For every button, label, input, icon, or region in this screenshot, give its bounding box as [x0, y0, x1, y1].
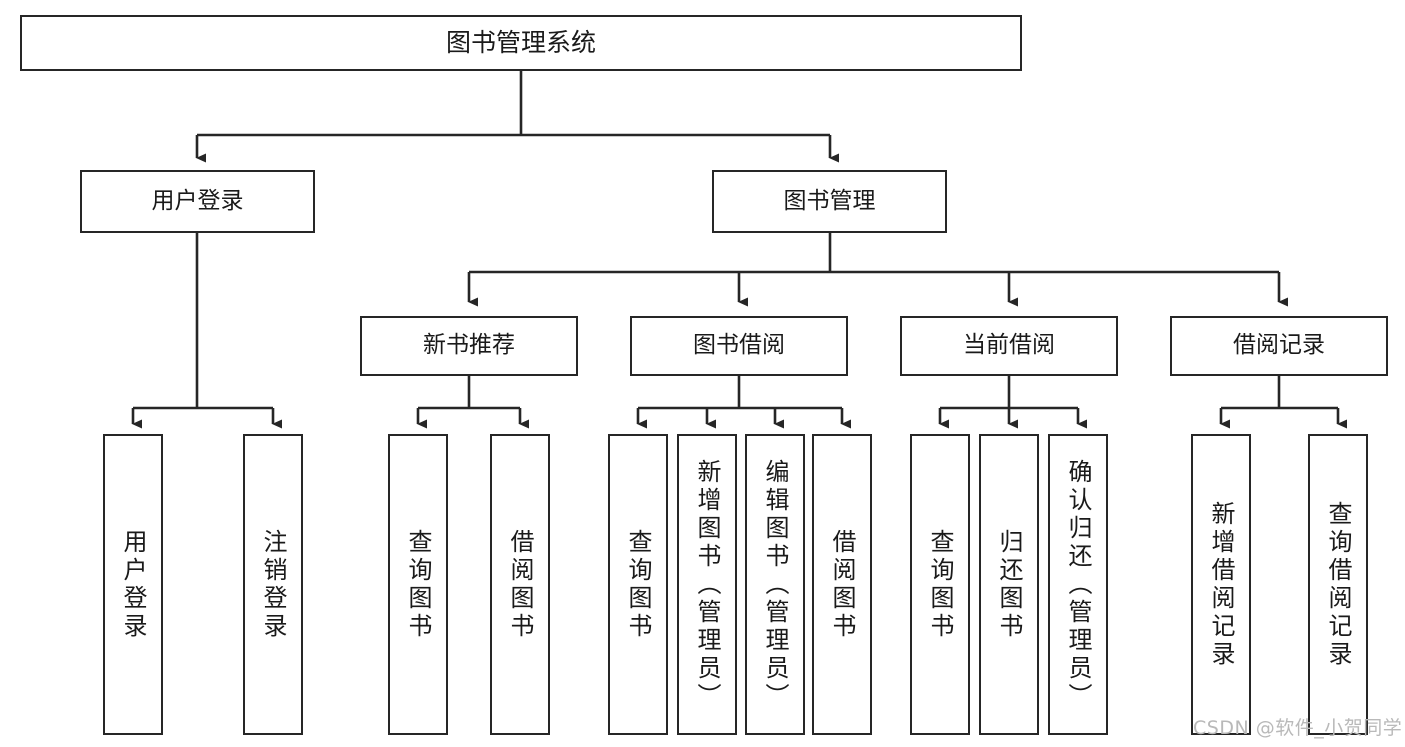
- node-leaf-borrow-book[interactable]: 借阅图书: [812, 434, 872, 735]
- node-leaf-user-login-label: 用户登录: [119, 528, 147, 641]
- node-level3-new-book-recommend-label: 新书推荐: [423, 332, 515, 359]
- node-leaf-edit-book-admin[interactable]: 编辑图书（管理员）: [745, 434, 805, 735]
- csdn-watermark: CSDN @软件_小贺同学: [1193, 717, 1403, 739]
- node-leaf-query-book-recommend-label: 查询图书: [404, 528, 432, 641]
- edges-bookborrow-to-leaves: [636, 376, 851, 429]
- node-leaf-add-book-admin-label: 新增图书（管理员）: [693, 458, 721, 711]
- node-root-label: 图书管理系统: [445, 28, 596, 58]
- edges-currentborrow-to-leaves: [938, 376, 1087, 429]
- edges-borrowrecord-to-leaves: [1219, 376, 1347, 429]
- node-leaf-query-book-current[interactable]: 查询图书: [910, 434, 970, 735]
- edges-root-to-level2: [195, 71, 839, 163]
- node-level3-current-borrow[interactable]: 当前借阅: [900, 316, 1118, 376]
- node-leaf-query-book-current-label: 查询图书: [926, 528, 954, 641]
- node-leaf-logout-login[interactable]: 注销登录: [243, 434, 303, 735]
- node-leaf-add-book-admin[interactable]: 新增图书（管理员）: [677, 434, 737, 735]
- node-leaf-borrow-book-recommend-label: 借阅图书: [506, 528, 534, 641]
- node-level3-borrow-record-label: 借阅记录: [1233, 332, 1325, 359]
- node-level2-user-login-label: 用户登录: [151, 187, 244, 214]
- edges-newbook-to-leaves: [416, 376, 529, 429]
- node-leaf-borrow-book-recommend[interactable]: 借阅图书: [490, 434, 550, 735]
- node-level2-book-management-label: 图书管理: [783, 187, 876, 214]
- node-level3-book-borrow[interactable]: 图书借阅: [630, 316, 848, 376]
- node-leaf-add-borrow-record-label: 新增借阅记录: [1207, 500, 1235, 669]
- node-root-book-management-system[interactable]: 图书管理系统: [20, 15, 1022, 71]
- node-leaf-return-book[interactable]: 归还图书: [979, 434, 1039, 735]
- node-level2-user-login[interactable]: 用户登录: [80, 170, 315, 233]
- node-leaf-return-book-label: 归还图书: [995, 528, 1023, 641]
- node-leaf-confirm-return-admin-label: 确认归还（管理员）: [1064, 458, 1092, 711]
- node-level3-book-borrow-label: 图书借阅: [693, 332, 785, 359]
- node-level2-book-management[interactable]: 图书管理: [712, 170, 947, 233]
- node-level3-new-book-recommend[interactable]: 新书推荐: [360, 316, 578, 376]
- node-level3-borrow-record[interactable]: 借阅记录: [1170, 316, 1388, 376]
- node-leaf-query-book-recommend[interactable]: 查询图书: [388, 434, 448, 735]
- node-leaf-add-borrow-record[interactable]: 新增借阅记录: [1191, 434, 1251, 735]
- node-level3-current-borrow-label: 当前借阅: [963, 332, 1055, 359]
- node-leaf-logout-login-label: 注销登录: [259, 528, 287, 641]
- node-leaf-query-book-borrow-label: 查询图书: [624, 528, 652, 641]
- node-leaf-user-login[interactable]: 用户登录: [103, 434, 163, 735]
- node-leaf-query-book-borrow[interactable]: 查询图书: [608, 434, 668, 735]
- node-leaf-query-borrow-record-label: 查询借阅记录: [1324, 500, 1352, 669]
- edges-bookmgmt-to-level3: [467, 233, 1288, 307]
- edges-userlogin-to-leaves: [131, 233, 282, 429]
- node-leaf-edit-book-admin-label: 编辑图书（管理员）: [761, 458, 789, 711]
- node-leaf-confirm-return-admin[interactable]: 确认归还（管理员）: [1048, 434, 1108, 735]
- node-leaf-borrow-book-label: 借阅图书: [828, 528, 856, 641]
- node-leaf-query-borrow-record[interactable]: 查询借阅记录: [1308, 434, 1368, 735]
